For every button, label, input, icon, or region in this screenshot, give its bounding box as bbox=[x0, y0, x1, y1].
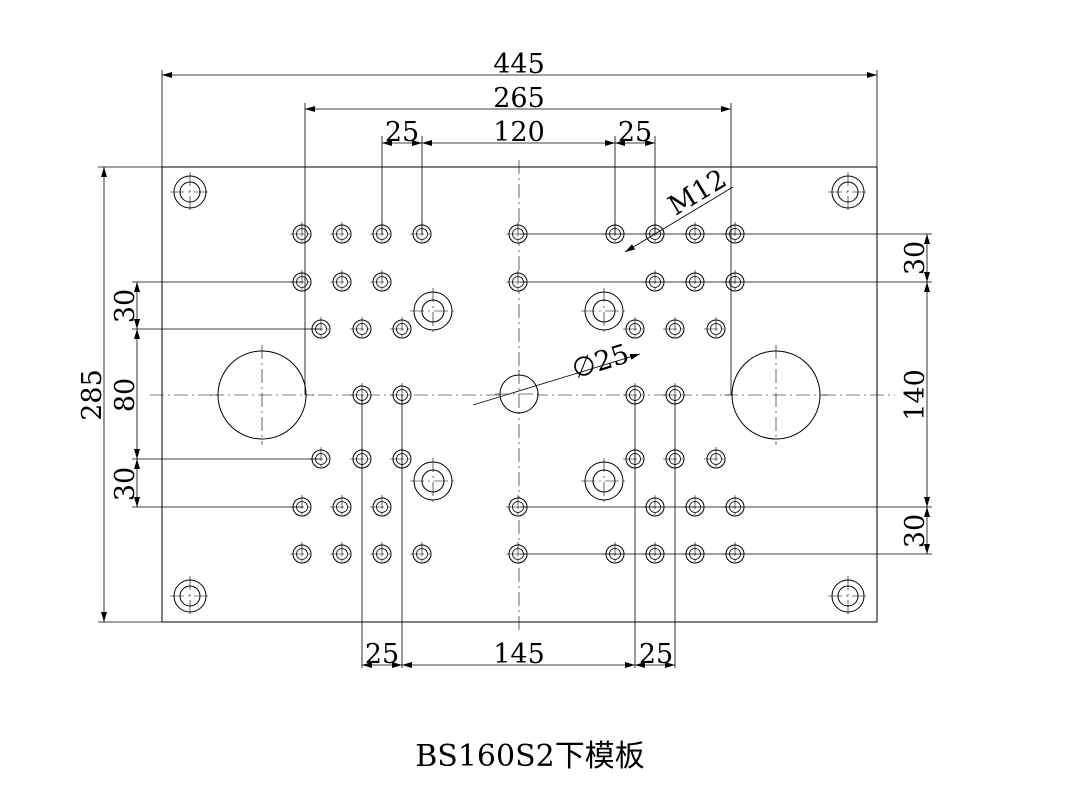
dim-285: 285 bbox=[77, 369, 108, 421]
tapped-hole bbox=[663, 317, 687, 341]
dim-25-top-left: 25 bbox=[385, 117, 419, 148]
dim-30-right-top: 30 bbox=[900, 241, 931, 275]
dim-30-right-bottom: 30 bbox=[900, 514, 931, 548]
corner-hole bbox=[170, 172, 210, 212]
tapped-hole bbox=[290, 542, 314, 566]
dim-30-left-top: 30 bbox=[110, 289, 141, 323]
large-side-holes bbox=[210, 345, 828, 445]
corner-hole bbox=[828, 172, 868, 212]
tapped-hole bbox=[390, 317, 414, 341]
tapped-hole bbox=[330, 222, 354, 246]
tapped-hole bbox=[370, 542, 394, 566]
tapped-hole bbox=[704, 447, 728, 471]
tapped-hole bbox=[330, 542, 354, 566]
dimension-lines bbox=[101, 72, 930, 668]
tapped-hole bbox=[330, 495, 354, 519]
tapped-hole bbox=[350, 317, 374, 341]
extension-lines bbox=[98, 70, 932, 668]
tapped-hole bbox=[370, 270, 394, 294]
center-hole bbox=[495, 370, 543, 418]
corner-hole bbox=[170, 576, 210, 616]
tapped-hole bbox=[330, 270, 354, 294]
counterbored-hole bbox=[410, 288, 456, 334]
dim-445: 445 bbox=[493, 49, 545, 80]
tapped-hole bbox=[623, 317, 647, 341]
counterbored-hole bbox=[581, 288, 627, 334]
dim-140: 140 bbox=[900, 369, 931, 421]
counterbored-holes bbox=[410, 288, 627, 504]
dim-145: 145 bbox=[493, 639, 545, 670]
tapped-hole bbox=[704, 317, 728, 341]
corner-hole bbox=[828, 576, 868, 616]
dim-265: 265 bbox=[493, 83, 545, 114]
tapped-hole bbox=[506, 270, 530, 294]
tapped-hole bbox=[370, 495, 394, 519]
corner-mounting-holes bbox=[170, 172, 868, 616]
tapped-hole bbox=[290, 222, 314, 246]
dim-80: 80 bbox=[110, 378, 141, 412]
drawing-title: BS160S2下模板 bbox=[415, 739, 645, 774]
dim-120: 120 bbox=[493, 117, 545, 148]
dim-25-top-right: 25 bbox=[618, 117, 652, 148]
counterbored-hole bbox=[410, 458, 456, 504]
tapped-hole bbox=[410, 542, 434, 566]
center-hole-callout: ∅25 bbox=[568, 339, 632, 386]
dim-25-bottom-right: 25 bbox=[639, 639, 673, 670]
dim-30-left-bottom: 30 bbox=[110, 467, 141, 501]
dimension-labels: 445 265 25 120 25 145 25 25 285 30 80 30… bbox=[77, 49, 931, 670]
thread-callout-m12: M12 bbox=[663, 163, 732, 222]
counterbored-hole bbox=[581, 458, 627, 504]
plate-outline bbox=[161, 166, 878, 623]
dim-25-bottom-left: 25 bbox=[365, 639, 399, 670]
